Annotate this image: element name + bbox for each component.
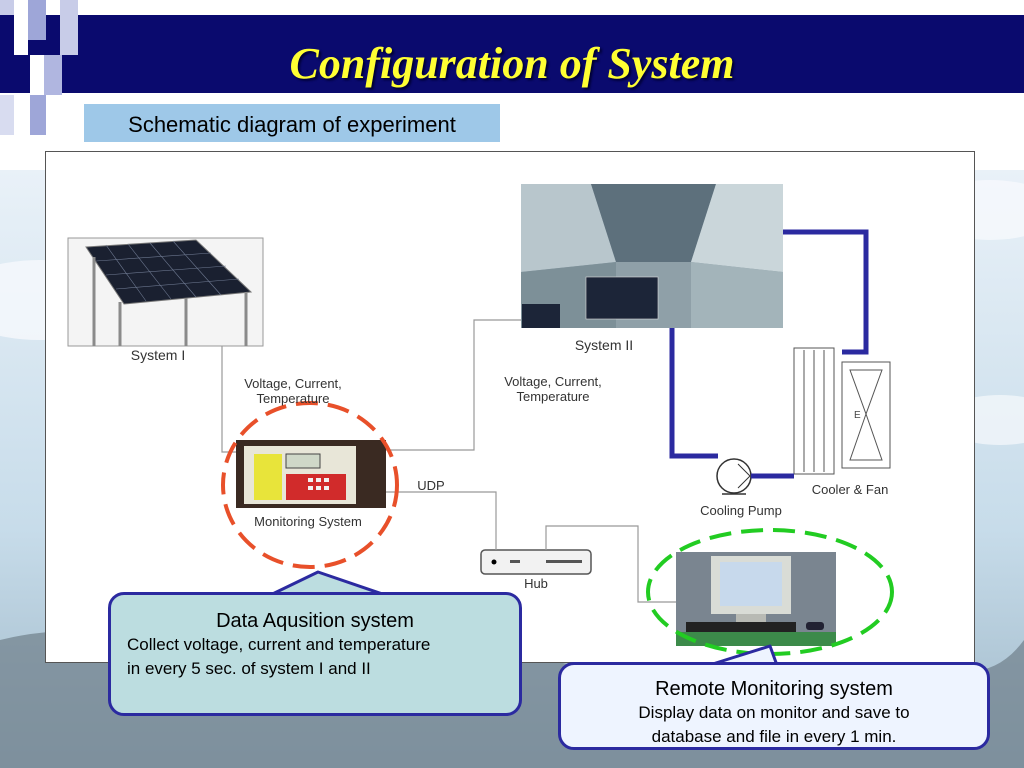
cooler-fan-label: Cooler & Fan — [811, 482, 889, 497]
cooling-pump-label: Cooling Pump — [700, 503, 782, 518]
remote-callout-line-1: Display data on monitor and save to — [638, 703, 910, 722]
vct-left-label: Voltage, Current, Temperature — [218, 376, 368, 406]
system-1-label: System I — [130, 347, 186, 363]
vct-right-line-2: Temperature — [516, 389, 590, 404]
remote-callout: Remote Monitoring system Display data on… — [558, 662, 990, 750]
daq-highlight-circle — [221, 401, 399, 569]
cooling-pump — [716, 458, 752, 495]
schematic-frame: E System I System II Voltage, Current, — [45, 151, 975, 663]
daq-callout: Data Aqusition system Collect voltage, c… — [108, 592, 522, 716]
daq-callout-line-1: Collect voltage, current and temperature — [127, 635, 431, 654]
system-2-concentrator — [521, 184, 783, 328]
header-bar — [0, 15, 1024, 93]
system-1-solar-panel — [67, 237, 264, 347]
schematic-diagram: E — [67, 184, 894, 656]
vct-left-line-1: Voltage, Current, — [244, 376, 342, 391]
hub-device — [480, 549, 592, 575]
vct-right-label: Voltage, Current, Temperature — [478, 374, 628, 404]
vct-left-line-2: Temperature — [256, 391, 330, 406]
monitoring-system-label: Monitoring System — [254, 514, 362, 529]
daq-callout-line-2: in every 5 sec. of system I and II — [127, 659, 371, 678]
cooling-pipes — [669, 229, 869, 479]
remote-callout-title: Remote Monitoring system — [655, 678, 893, 700]
udp-label: UDP — [417, 478, 445, 493]
monitoring-system-panel — [236, 440, 386, 508]
svg-text:E: E — [854, 410, 861, 421]
hub-label: Hub — [524, 576, 548, 591]
remote-computer — [676, 552, 836, 646]
slide-title: Configuration of System — [289, 39, 735, 88]
slide-subtitle: Schematic diagram of experiment — [84, 104, 500, 142]
vct-right-line-1: Voltage, Current, — [504, 374, 602, 389]
cooler-fan-unit: E — [793, 347, 891, 475]
system-2-label: System II — [574, 337, 634, 353]
daq-callout-title: Data Aqusition system — [216, 610, 414, 632]
remote-callout-line-2: database and file in every 1 min. — [651, 727, 897, 746]
